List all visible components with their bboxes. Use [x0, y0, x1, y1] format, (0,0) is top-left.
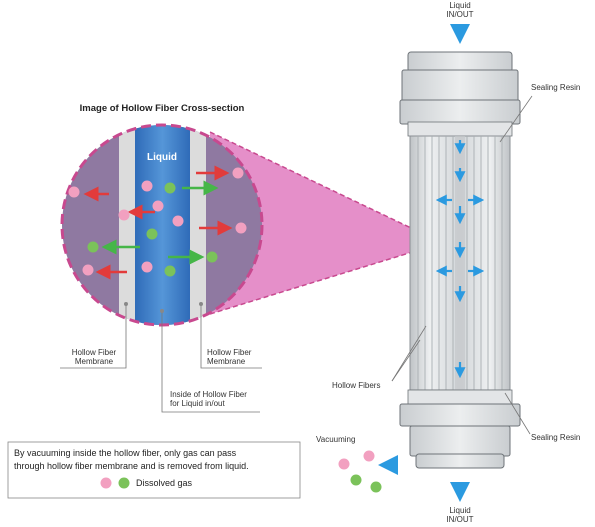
- magnifier-cone-edge-bottom: [209, 245, 433, 315]
- pink-gas-molecule: [232, 167, 244, 179]
- green-gas-molecule: [206, 251, 218, 263]
- legend-label: Dissolved gas: [136, 478, 193, 488]
- module-bottom-cap: [399, 389, 521, 469]
- pink-gas-molecule: [363, 450, 375, 462]
- liquid-in-out-top-line1: Liquid: [449, 1, 470, 10]
- note-box: By vacuuming inside the hollow fiber, on…: [7, 441, 301, 499]
- membrane-left-label-line2: Membrane: [75, 357, 114, 366]
- green-gas-molecule: [370, 481, 382, 493]
- magnifier-cone: [210, 132, 432, 314]
- pink-gas-molecule: [82, 264, 94, 276]
- note-line1: By vacuuming inside the hollow fiber, on…: [14, 448, 237, 458]
- green-gas-molecule: [164, 182, 176, 194]
- liquid-in-out-bottom-line1: Liquid: [449, 506, 470, 515]
- green-gas-molecule: [146, 228, 158, 240]
- vacuuming-label: Vacuuming: [316, 435, 355, 444]
- liquid-in-out-bottom-line2: IN/OUT: [446, 515, 473, 524]
- pink-gas-molecule: [152, 200, 164, 212]
- sealing-resin-top-label: Sealing Resin: [531, 83, 580, 92]
- module-flow-arrows: [435, 140, 485, 379]
- membrane-left: [119, 125, 135, 325]
- note-line2: through hollow fiber membrane and is rem…: [14, 461, 249, 471]
- pink-gas-molecule: [118, 209, 130, 221]
- callout-dot: [124, 302, 128, 306]
- inside-label-line1: Inside of Hollow Fiber: [170, 390, 247, 399]
- liquid-label: Liquid: [147, 152, 177, 163]
- legend-pink-gas: [100, 477, 112, 489]
- pink-gas-molecule: [68, 186, 80, 198]
- magnifier-cone-edge-top: [209, 131, 433, 239]
- cross-section-title: Image of Hollow Fiber Cross-section: [80, 103, 245, 114]
- membrane-right-label-line2: Membrane: [207, 357, 246, 366]
- pink-gas-molecule: [141, 180, 153, 192]
- cross-section-callouts: [60, 304, 262, 413]
- callout-dot: [199, 302, 203, 306]
- module-top-cap: [399, 51, 521, 137]
- callout-dot: [160, 309, 164, 313]
- green-gas-molecule: [164, 265, 176, 277]
- module-callouts: [391, 95, 533, 435]
- pink-gas-molecule: [141, 261, 153, 273]
- gas-arrows: [83, 165, 233, 280]
- membrane-right-label-line1: Hollow Fiber: [207, 348, 252, 357]
- hollow-fibers-label: Hollow Fibers: [332, 381, 380, 390]
- center-tube: [455, 136, 465, 390]
- membrane-left-label-line1: Hollow Fiber: [72, 348, 117, 357]
- green-gas-molecule: [350, 474, 362, 486]
- pink-gas-molecule: [338, 458, 350, 470]
- sealing-resin-bottom-label: Sealing Resin: [531, 433, 580, 442]
- pink-gas-molecule: [235, 222, 247, 234]
- membrane-right: [190, 125, 206, 325]
- green-gas-molecule: [87, 241, 99, 253]
- inside-label-line2: for Liquid in/out: [170, 399, 225, 408]
- liquid-in-out-top-line2: IN/OUT: [446, 10, 473, 19]
- legend-green-gas: [118, 477, 130, 489]
- pink-gas-molecule: [172, 215, 184, 227]
- gas-molecules: [68, 167, 247, 277]
